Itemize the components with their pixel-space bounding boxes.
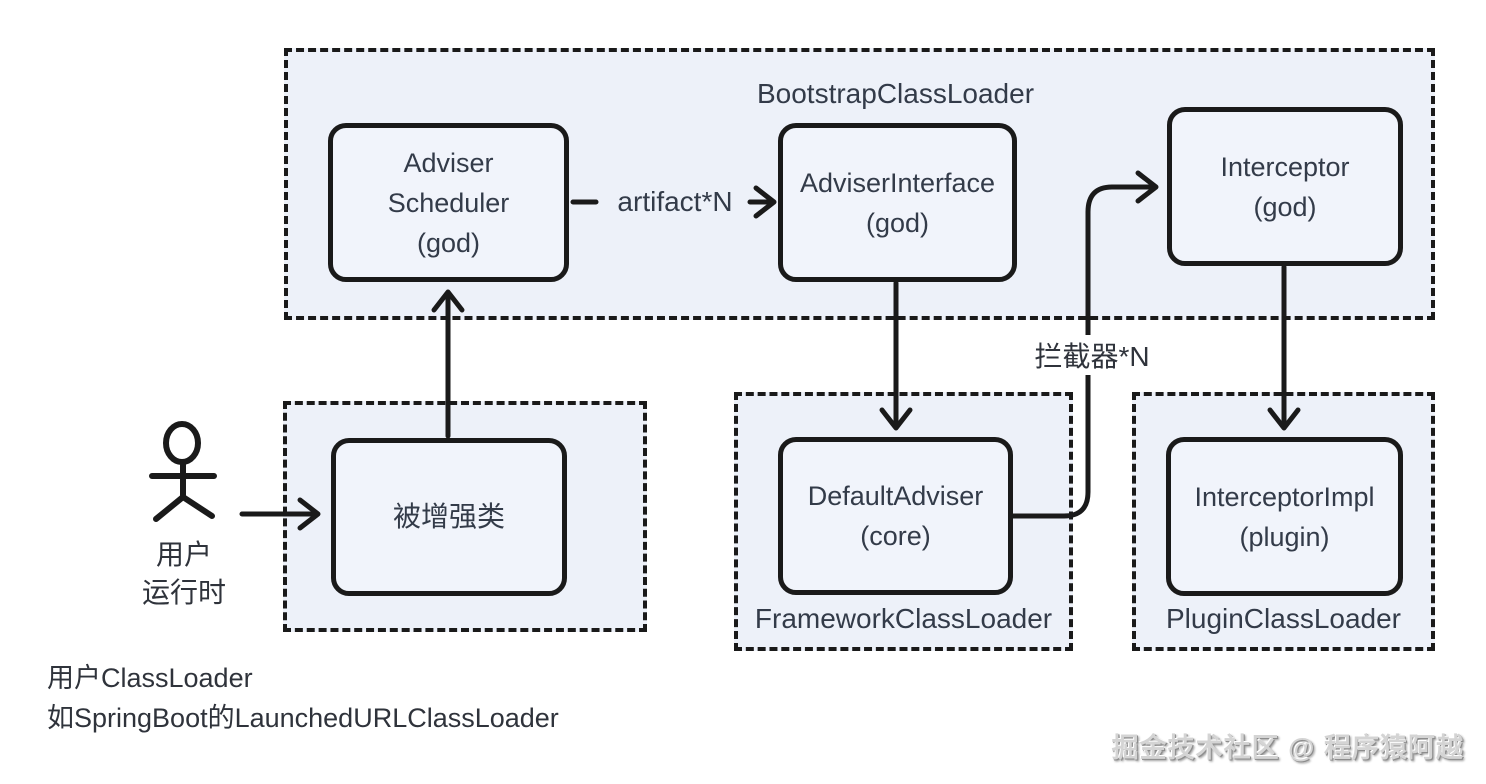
node-line: 被增强类 — [392, 501, 505, 532]
bootstrap-classloader-label: BootstrapClassLoader — [756, 78, 1035, 109]
node-line: Interceptor — [1220, 151, 1350, 182]
node-line: (plugin) — [1239, 521, 1330, 552]
arrow-adviserinterface-to-defaultadviser — [879, 280, 913, 431]
edge-artifact-connector — [570, 185, 777, 219]
arrow-interceptor-to-interceptorimpl — [1267, 264, 1301, 431]
node-line: AdviserInterface — [799, 167, 996, 198]
user-classloader-caption: 用户ClassLoader 如SpringBoot的LaunchedURLCla… — [47, 658, 559, 738]
framework-classloader-label: FrameworkClassLoader — [754, 603, 1053, 634]
node-line: DefaultAdviser — [807, 481, 984, 511]
node-adviser-scheduler: Adviser Scheduler (god) — [328, 123, 569, 282]
node-line: (god) — [865, 207, 930, 238]
artifact-edge-label: artifact*N — [617, 186, 733, 217]
plugin-classloader-label: PluginClassLoader — [1165, 603, 1402, 634]
node-line: (god) — [1253, 191, 1317, 222]
actor-label-user: 用户 — [155, 539, 212, 570]
caption-line: 用户ClassLoader — [47, 663, 253, 693]
node-enhanced-class: 被增强类 — [331, 438, 567, 596]
arrow-user-to-enhanced-class — [239, 497, 321, 531]
arrow-enhanced-class-to-adviser-scheduler — [431, 289, 465, 439]
node-interceptor-impl: InterceptorImpl (plugin) — [1166, 437, 1403, 596]
node-adviser-interface: AdviserInterface (god) — [778, 123, 1017, 282]
node-line: Scheduler — [387, 187, 510, 218]
node-interceptor: Interceptor (god) — [1167, 107, 1403, 266]
person-icon — [149, 421, 217, 522]
interceptor-chain-edge-label: 拦截器*N — [1026, 335, 1158, 375]
node-line: (god) — [416, 227, 481, 258]
node-line: Adviser — [403, 147, 494, 178]
node-line: InterceptorImpl — [1194, 481, 1375, 512]
actor-label-runtime: 运行时 — [141, 577, 226, 608]
watermark-text: 掘金技术社区 @ 程序猿阿越 — [1111, 733, 1464, 763]
node-line: (core) — [860, 521, 931, 551]
node-default-adviser: DefaultAdviser (core) — [778, 437, 1013, 595]
caption-line: 如SpringBoot的LaunchedURLClassLoader — [47, 703, 559, 733]
